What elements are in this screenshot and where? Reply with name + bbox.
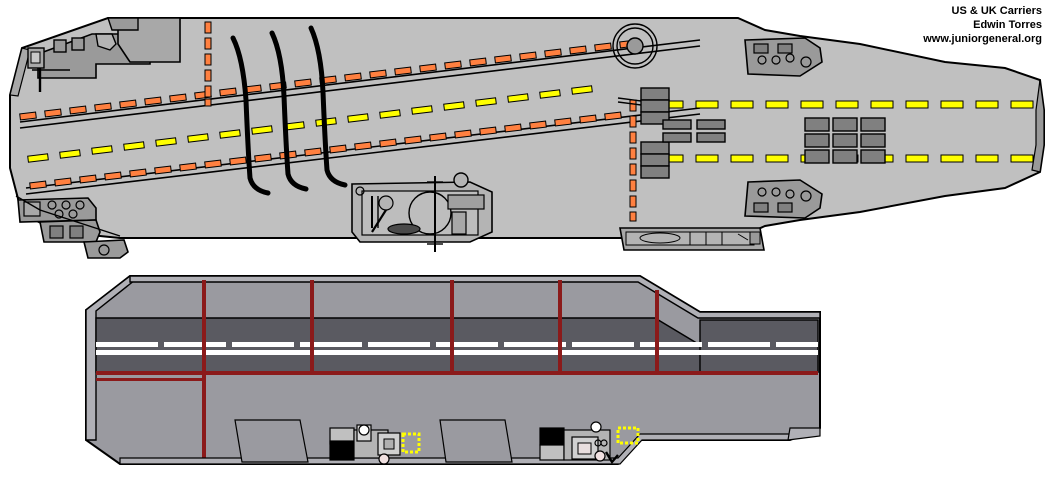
profile-red-waterline (96, 371, 818, 375)
arrestor-wires (230, 25, 348, 196)
profile-view-group (85, 275, 821, 465)
deck-elevator-forward (640, 87, 670, 125)
island-superstructure (351, 172, 493, 252)
elevator-connector-lines (617, 97, 642, 106)
deck-elevator-aft (640, 141, 670, 179)
profile-solid-white-stripe (96, 350, 818, 355)
port-sponson-3 (82, 239, 129, 259)
profile-frame-lines (202, 280, 659, 462)
aft-orange-dash-column (629, 99, 637, 222)
island-bridge-block (447, 194, 485, 210)
island-boat (387, 223, 421, 235)
stern-edge-shade (1031, 79, 1045, 173)
island-director-fwd (453, 172, 469, 188)
stbd-fwd-sponson-group (744, 37, 823, 77)
top-view-group (9, 17, 1045, 259)
profile-sponson-aft (439, 419, 513, 463)
profile-sponson-fwd (234, 419, 309, 463)
profile-red-lower-line (96, 378, 206, 381)
aircraft-parking-grid (804, 117, 886, 164)
island-director-aft (355, 186, 365, 196)
credits-title: US & UK Carriers (951, 5, 1042, 17)
stbd-aft-sponson-group (744, 179, 823, 219)
aft-catwalk-details (639, 232, 749, 245)
stbd-aft-director (800, 190, 812, 202)
profile-equipment-aft (539, 421, 640, 465)
island-mast-base (378, 195, 394, 211)
port-sponson-2-fittings (49, 225, 84, 239)
credits-author: Edwin Torres (973, 19, 1042, 31)
profile-white-dash-stripe (96, 342, 818, 347)
arrestor-wire-1 (230, 35, 271, 196)
stbd-aft-sponson-guns (757, 187, 795, 199)
island-funnel (451, 211, 467, 235)
bow-box-2 (30, 51, 41, 64)
arrestor-wire-2 (269, 30, 309, 192)
profile-equipment-forward (329, 424, 421, 465)
bow-orange-dash-column (204, 21, 212, 107)
aft-catwalk-box (749, 231, 761, 245)
deck-pads-group (662, 119, 726, 143)
profile-deck-overhang (129, 275, 821, 319)
stbd-aft-sponson-mounts (753, 202, 793, 213)
stbd-fwd-sponson-mounts (753, 43, 793, 54)
stbd-fwd-director (800, 56, 812, 68)
bow-hatch-marks (53, 37, 85, 53)
stbd-fwd-sponson-guns (757, 53, 795, 65)
bow-starboard-notch (95, 33, 117, 51)
credits-block: US & UK Carriers Edwin Torres www.junior… (923, 4, 1042, 46)
aft-deck-yellow-line-upper (660, 100, 1034, 109)
port-sponson-box (23, 201, 41, 217)
arrestor-wire-3 (308, 25, 348, 188)
credits-website: www.juniorgeneral.org (923, 33, 1042, 45)
forward-deckhouse (107, 17, 139, 31)
port-catwalk-lines (15, 195, 121, 237)
port-sponson-guns (47, 200, 85, 219)
aft-catwalk-group (619, 227, 765, 251)
island-radar-dome (408, 191, 452, 235)
port-sponson-3-gun (98, 244, 110, 256)
island-mast-line (371, 209, 387, 233)
bow-deck-fittings (27, 17, 181, 92)
deck-turntable (612, 23, 658, 69)
profile-stern-bevel (787, 427, 821, 441)
port-aft-sponson-group (17, 197, 129, 259)
